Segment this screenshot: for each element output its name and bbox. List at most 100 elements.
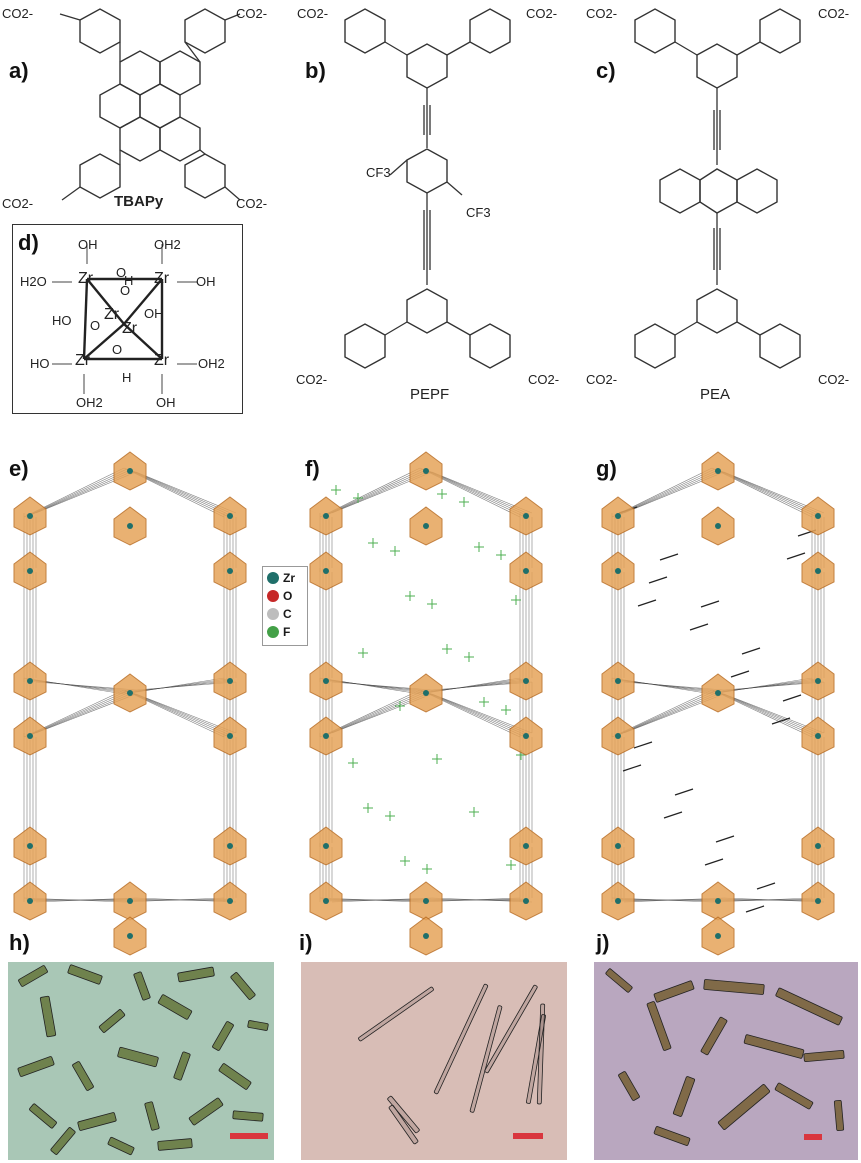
cluster-label: O — [112, 342, 123, 357]
zr-atom — [27, 513, 33, 519]
carboxylate-label: CO2- — [296, 372, 327, 387]
cf3-group — [511, 595, 521, 605]
zr-atom — [323, 733, 329, 739]
zr-atom — [27, 678, 33, 684]
panel-label-j: j) — [596, 930, 610, 955]
anthracene-unit — [637, 599, 657, 607]
crystal — [188, 1097, 224, 1126]
zr-atom — [323, 843, 329, 849]
anthracene-unit — [689, 623, 709, 631]
linker-name-pea: PEA — [700, 386, 731, 403]
cf3-group — [469, 807, 479, 817]
zr-atom — [127, 898, 133, 904]
crystal — [218, 1063, 252, 1090]
crystal — [157, 1138, 193, 1151]
crystal — [232, 1110, 264, 1122]
legend-item-c: C — [267, 607, 292, 621]
crystal — [17, 1056, 55, 1077]
zr-atom — [615, 898, 621, 904]
crystal — [247, 1020, 269, 1031]
carboxylate-label: CO2- — [818, 6, 849, 21]
cluster-label: Zr — [104, 306, 120, 323]
linker-strand — [425, 691, 527, 736]
crystal — [703, 979, 765, 995]
carboxylate-text: CO2- — [297, 6, 329, 21]
crystal — [774, 1082, 814, 1110]
cf3-group — [400, 856, 410, 866]
cluster-label: O — [90, 318, 101, 333]
zr-atom — [423, 933, 429, 939]
carboxylate-text: CO2- — [528, 372, 560, 387]
carboxylate-text: CO2- — [236, 196, 268, 211]
cluster-label: OH2 — [198, 356, 225, 371]
crystal — [469, 1005, 503, 1113]
carboxylate-text: CO2- — [586, 6, 618, 21]
zr-atom — [127, 690, 133, 696]
anthracene-unit — [648, 576, 668, 584]
crystal — [230, 972, 256, 1000]
crystal — [775, 987, 843, 1026]
zr-atom — [27, 568, 33, 574]
carboxylate-text: CO2- — [296, 372, 328, 387]
crystal — [387, 1095, 420, 1134]
zr-atom — [523, 678, 529, 684]
cf3-group — [405, 591, 415, 601]
cluster-label: Zr — [75, 352, 91, 369]
carboxylate-label: CO2- — [818, 372, 849, 387]
anthracene-unit — [741, 647, 761, 655]
carboxylate-label: CO2- — [586, 372, 617, 387]
anthracene-unit — [782, 694, 802, 702]
f-atom-icon — [267, 626, 279, 638]
zr-atom — [227, 568, 233, 574]
crystal — [358, 986, 434, 1042]
zr-atom — [815, 513, 821, 519]
anthracene-unit — [771, 717, 791, 725]
crystal — [653, 1126, 691, 1146]
zr-atom — [227, 898, 233, 904]
anthracene-unit — [704, 858, 724, 866]
cf3-group — [501, 705, 511, 715]
carboxylate-text: CO2- — [526, 6, 558, 21]
cluster-label: Zr — [122, 320, 138, 337]
zr-atom — [323, 513, 329, 519]
cf3-group — [474, 542, 484, 552]
cluster-label: O — [116, 265, 127, 280]
cf3-group — [385, 811, 395, 821]
linker-strand — [717, 469, 819, 516]
crystal — [833, 1099, 845, 1132]
carboxylate-label: CO2- — [297, 6, 328, 21]
cluster-label: Zr — [78, 270, 94, 287]
anthracene-unit — [715, 835, 735, 843]
panel-label-i: i) — [299, 930, 313, 955]
pea-structure — [634, 8, 801, 369]
linker-strand — [29, 691, 131, 736]
zr-atom — [715, 690, 721, 696]
panel-label-a: a) — [9, 58, 29, 83]
cf3-label: CF3 — [366, 165, 391, 180]
micrograph-h — [8, 962, 274, 1160]
carboxylate-label: CO2- — [528, 372, 559, 387]
carboxylate-text: CO2- — [2, 6, 34, 21]
crystal — [144, 1101, 160, 1131]
zr-atom — [715, 898, 721, 904]
panel-label-b: b) — [305, 58, 326, 83]
cf3-group — [506, 860, 516, 870]
carboxylate-text: CO2- — [586, 372, 618, 387]
cf3-group — [395, 701, 405, 711]
cluster-label: OH — [78, 237, 98, 252]
carboxylate-text: CO2- — [236, 6, 268, 21]
carboxylate-text: CO2- — [818, 6, 850, 21]
carboxylate-label: CO2- — [586, 6, 617, 21]
crystal — [117, 1046, 159, 1068]
crystal — [67, 964, 103, 985]
zr-atom — [815, 568, 821, 574]
crystal — [743, 1034, 805, 1059]
anthracene-unit — [674, 788, 694, 796]
crystal — [98, 1009, 126, 1033]
zr-atom — [523, 898, 529, 904]
anthracene-unit — [756, 882, 776, 890]
legend-label: O — [283, 589, 293, 603]
carboxylate-text: CO2- — [2, 196, 34, 211]
crystal — [50, 1127, 76, 1155]
crystal — [646, 1001, 672, 1051]
